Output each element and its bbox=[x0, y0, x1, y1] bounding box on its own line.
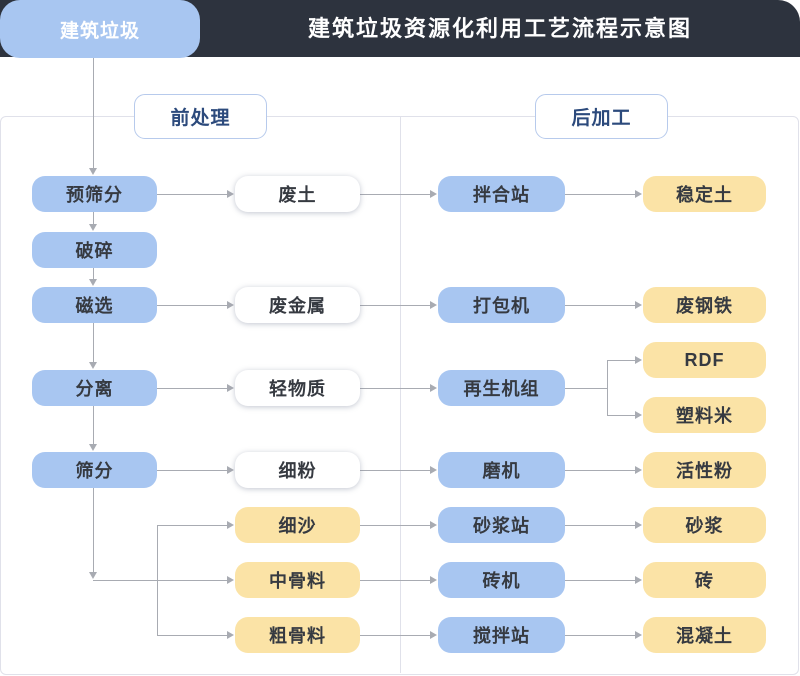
arrow-down-icon bbox=[89, 572, 97, 579]
arrow-right-icon bbox=[635, 631, 642, 639]
node-fine-powder: 细粉 bbox=[235, 452, 360, 488]
arrow-down-icon bbox=[89, 279, 97, 286]
arrow-right-icon bbox=[227, 576, 234, 584]
flow-line bbox=[93, 580, 227, 581]
node-light-material: 轻物质 bbox=[235, 370, 360, 406]
flow-line bbox=[360, 580, 430, 581]
flow-line bbox=[565, 388, 607, 389]
node-scrap-steel: 废钢铁 bbox=[643, 287, 766, 323]
arrow-right-icon bbox=[430, 384, 437, 392]
node-mortar: 砂浆 bbox=[643, 507, 766, 543]
node-rdf: RDF bbox=[643, 342, 766, 378]
flow-line bbox=[93, 212, 94, 224]
node-coarse-aggregate: 粗骨料 bbox=[235, 617, 360, 653]
node-mill: 磨机 bbox=[438, 452, 565, 488]
flow-line bbox=[565, 580, 635, 581]
arrow-right-icon bbox=[635, 411, 642, 419]
flow-line bbox=[565, 525, 635, 526]
flow-line bbox=[93, 323, 94, 362]
flow-line bbox=[157, 305, 227, 306]
arrow-right-icon bbox=[430, 301, 437, 309]
flow-line bbox=[93, 488, 94, 572]
arrow-right-icon bbox=[430, 466, 437, 474]
flow-line bbox=[607, 360, 635, 361]
flow-line bbox=[565, 194, 635, 195]
node-stabilized-soil: 稳定土 bbox=[643, 176, 766, 212]
flow-line bbox=[360, 305, 430, 306]
arrow-right-icon bbox=[227, 190, 234, 198]
arrow-down-icon bbox=[89, 362, 97, 369]
section-divider bbox=[400, 117, 401, 673]
flow-line bbox=[360, 635, 430, 636]
arrow-right-icon bbox=[430, 631, 437, 639]
arrow-down-icon bbox=[89, 168, 97, 175]
flow-line bbox=[565, 305, 635, 306]
node-mortar-plant: 砂浆站 bbox=[438, 507, 565, 543]
node-baler: 打包机 bbox=[438, 287, 565, 323]
arrow-right-icon bbox=[430, 576, 437, 584]
flow-line bbox=[157, 470, 227, 471]
node-mixing-plant: 拌合站 bbox=[438, 176, 565, 212]
arrow-down-icon bbox=[89, 224, 97, 231]
node-crushing: 破碎 bbox=[32, 232, 157, 268]
arrow-right-icon bbox=[227, 384, 234, 392]
source-node-construction-waste: 建筑垃圾 bbox=[0, 0, 200, 58]
flow-line bbox=[565, 470, 635, 471]
node-plastic-pellets: 塑料米 bbox=[643, 397, 766, 433]
flow-line bbox=[565, 635, 635, 636]
node-fine-sand: 细沙 bbox=[235, 507, 360, 543]
arrow-right-icon bbox=[635, 521, 642, 529]
flow-line bbox=[360, 388, 430, 389]
node-screening: 筛分 bbox=[32, 452, 157, 488]
node-active-powder: 活性粉 bbox=[643, 452, 766, 488]
arrow-right-icon bbox=[635, 301, 642, 309]
flow-line bbox=[93, 406, 94, 444]
flow-line bbox=[157, 388, 227, 389]
flow-line bbox=[93, 58, 94, 168]
node-waste-soil: 废土 bbox=[235, 176, 360, 212]
flow-line bbox=[360, 470, 430, 471]
page-title: 建筑垃圾资源化利用工艺流程示意图 bbox=[307, 16, 692, 41]
arrow-down-icon bbox=[89, 444, 97, 451]
section-badge-post-processing: 后加工 bbox=[535, 94, 668, 139]
arrow-right-icon bbox=[227, 301, 234, 309]
flow-line bbox=[360, 525, 430, 526]
node-separation: 分离 bbox=[32, 370, 157, 406]
node-brick-machine: 砖机 bbox=[438, 562, 565, 598]
arrow-right-icon bbox=[227, 466, 234, 474]
arrow-right-icon bbox=[227, 521, 234, 529]
arrow-right-icon bbox=[227, 631, 234, 639]
arrow-right-icon bbox=[430, 521, 437, 529]
arrow-right-icon bbox=[635, 576, 642, 584]
arrow-right-icon bbox=[430, 190, 437, 198]
node-medium-aggregate: 中骨料 bbox=[235, 562, 360, 598]
flow-line bbox=[360, 194, 430, 195]
section-badge-pre-processing: 前处理 bbox=[134, 94, 267, 139]
node-concrete-mixing-plant: 搅拌站 bbox=[438, 617, 565, 653]
node-magnetic-separation: 磁选 bbox=[32, 287, 157, 323]
arrow-right-icon bbox=[635, 190, 642, 198]
flow-line bbox=[607, 360, 608, 415]
arrow-right-icon bbox=[635, 466, 642, 474]
flow-line bbox=[93, 268, 94, 279]
node-concrete: 混凝土 bbox=[643, 617, 766, 653]
arrow-right-icon bbox=[635, 356, 642, 364]
flow-line bbox=[157, 525, 227, 526]
node-brick: 砖 bbox=[643, 562, 766, 598]
node-pre-screening: 预筛分 bbox=[32, 176, 157, 212]
flow-line bbox=[157, 194, 227, 195]
node-scrap-metal: 废金属 bbox=[235, 287, 360, 323]
flow-line bbox=[607, 415, 635, 416]
node-regeneration-unit: 再生机组 bbox=[438, 370, 565, 406]
flow-line bbox=[157, 635, 227, 636]
